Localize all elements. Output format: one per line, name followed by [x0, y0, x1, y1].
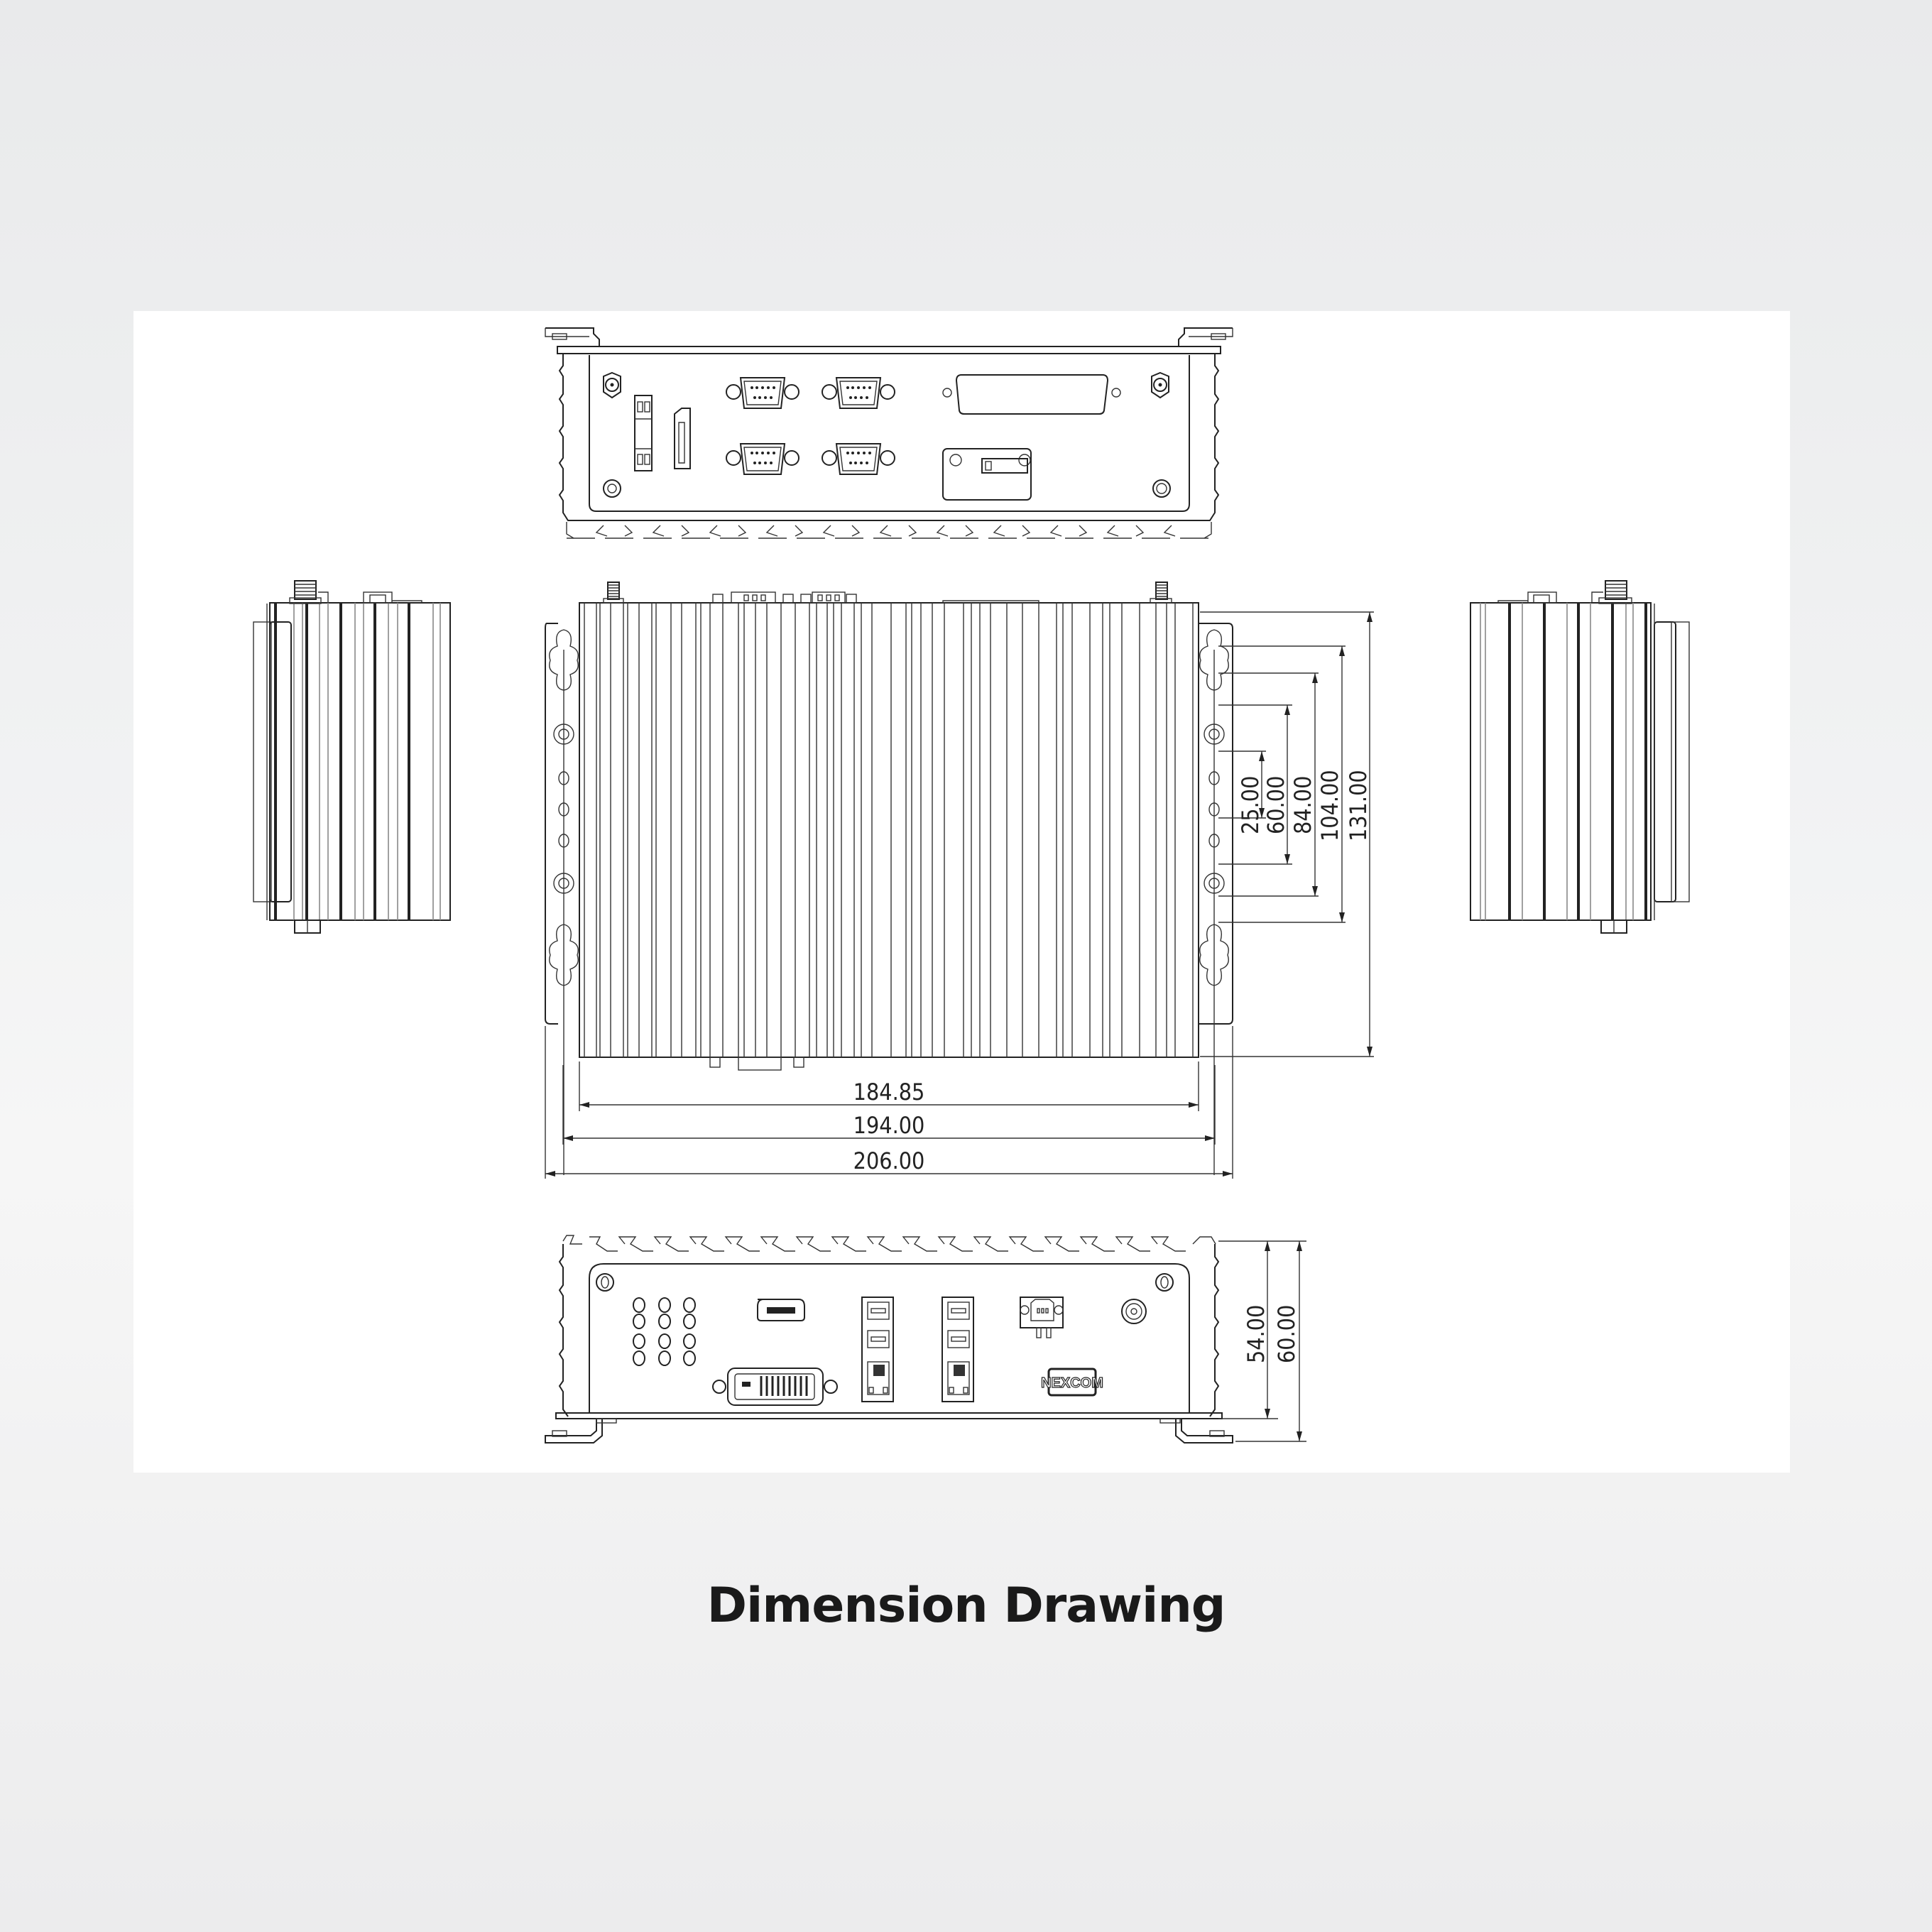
caption-title: Dimension Drawing	[706, 1578, 1226, 1634]
svg-text:NEXCOM: NEXCOM	[1041, 1375, 1103, 1391]
dim-depth-104: 104.00	[1316, 770, 1343, 841]
dim-depth-60: 60.00	[1262, 776, 1289, 834]
dim-height-54: 54.00	[1243, 1305, 1270, 1363]
com-port-icon	[822, 443, 895, 475]
width-dimensions: 184.85 194.00 206.00	[545, 1026, 1233, 1179]
dim-width-194: 194.00	[853, 1112, 925, 1139]
db-cover-icon	[942, 374, 1121, 415]
usb-lan-stack-icon	[861, 1297, 894, 1402]
displayport-icon	[674, 408, 691, 469]
usb-lan-stack-icon	[942, 1297, 974, 1402]
com-port-icon	[726, 377, 799, 409]
dim-depth-84: 84.00	[1289, 776, 1316, 834]
sim-slot-icon	[942, 448, 1032, 501]
terminal-block-icon	[634, 395, 653, 471]
top-view: 184.85 194.00 206.00 25.00 60.00 84.00 1…	[545, 582, 1374, 1179]
dim-depth-25: 25.00	[1237, 776, 1264, 834]
dim-height-60: 60.00	[1273, 1305, 1300, 1363]
dim-width-184: 184.85	[853, 1079, 925, 1106]
antenna-icon	[603, 371, 621, 399]
left-side-view	[253, 580, 451, 934]
power-terminal-icon	[1020, 1297, 1064, 1338]
vent-holes-icon	[633, 1297, 696, 1366]
rear-io-view	[545, 327, 1233, 539]
dim-depth-131: 131.00	[1345, 770, 1372, 841]
antenna-icon	[1151, 371, 1169, 399]
com-port-icon	[822, 377, 895, 409]
power-button-icon[interactable]	[1121, 1299, 1147, 1324]
hdmi-port-icon	[757, 1299, 805, 1321]
com-port-icon	[726, 443, 799, 475]
dvi-port-icon	[712, 1368, 838, 1406]
dim-width-206: 206.00	[853, 1147, 925, 1174]
right-side-view	[1470, 580, 1690, 934]
nexcom-logo: NEXCOM	[1041, 1368, 1103, 1397]
depth-dimensions: 25.00 60.00 84.00 104.00 131.00	[1200, 611, 1374, 1057]
front-io-view: NEXCOM 54.00 60.00	[545, 1235, 1306, 1443]
height-dimensions: 54.00 60.00	[1218, 1240, 1306, 1442]
